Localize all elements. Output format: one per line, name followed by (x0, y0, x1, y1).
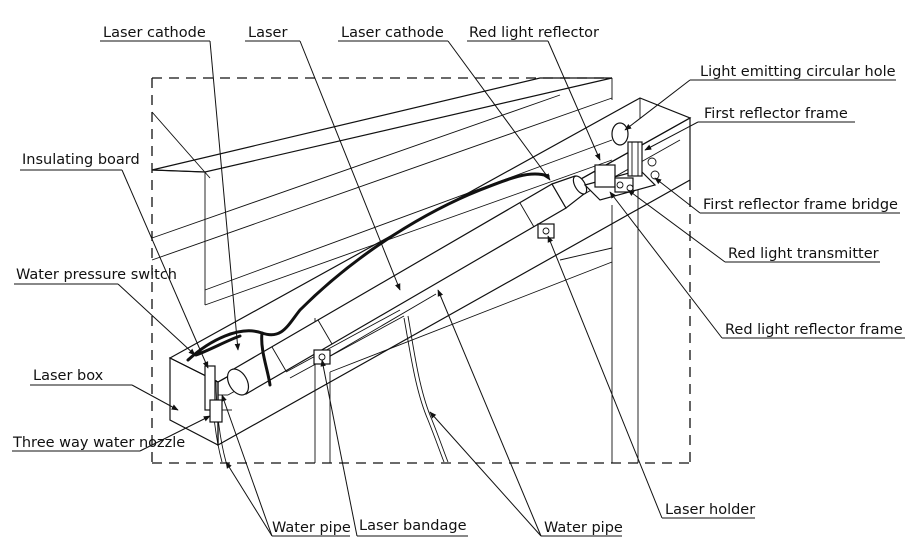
water-pipe-right (403, 317, 445, 463)
label-water-pipe-right: Water pipe (544, 520, 623, 536)
label-red-light-reflector: Red light reflector (469, 25, 599, 41)
label-laser-bandage: Laser bandage (359, 518, 467, 534)
gantry-beam (151, 77, 613, 306)
three-way-water-nozzle (209, 399, 232, 423)
label-light-emitting-hole: Light emitting circular hole (700, 64, 896, 80)
leader-lines (12, 40, 905, 537)
label-insulating-board: Insulating board (22, 152, 140, 168)
label-laser-cathode-left: Laser cathode (103, 25, 206, 41)
callout-labels: Laser cathode Laser Laser cathode Red li… (12, 25, 903, 536)
label-first-reflector-frame-bridge: First reflector frame bridge (703, 197, 898, 213)
reflector-assembly (583, 122, 660, 201)
label-water-pipe-left: Water pipe (272, 520, 351, 536)
label-water-pressure-switch: Water pressure switch (16, 267, 177, 283)
label-first-reflector-frame: First reflector frame (704, 106, 848, 122)
label-red-light-reflector-frame: Red light reflector frame (725, 322, 903, 338)
label-laser-box: Laser box (33, 368, 104, 384)
laser-tube (226, 175, 588, 396)
label-laser: Laser (248, 25, 287, 41)
label-laser-holder: Laser holder (665, 502, 755, 518)
label-red-light-transmitter: Red light transmitter (728, 246, 879, 262)
laser-holder-left (313, 349, 331, 365)
laser-holder-right (537, 223, 555, 239)
cathode-cable (186, 172, 550, 362)
label-laser-cathode-right: Laser cathode (341, 25, 444, 41)
label-three-way-water-nozzle: Three way water nozzle (12, 435, 185, 451)
light-emitting-hole-shape (611, 122, 629, 146)
